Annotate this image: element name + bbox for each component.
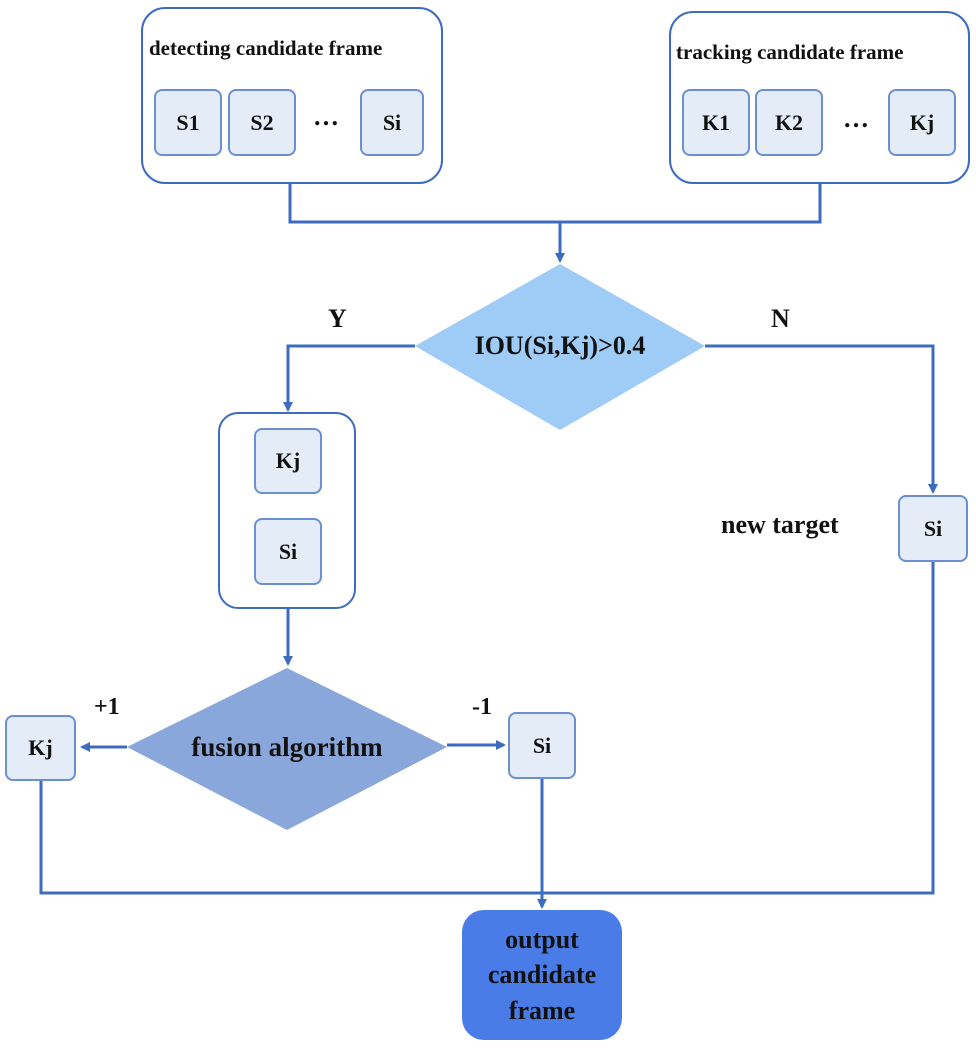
track-ellipsis: …: [843, 104, 869, 133]
yes-branch-arrow: [283, 344, 415, 412]
detect-item-si: Si: [360, 89, 424, 156]
fusion-right-si: Si: [508, 712, 576, 779]
decision-diamond: [415, 264, 705, 430]
tracking-group-title: tracking candidate frame: [676, 40, 904, 64]
detect-item-s2: S2: [228, 89, 296, 156]
detect-ellipsis: …: [313, 102, 339, 131]
newtarget-to-output-line: [542, 562, 935, 895]
output-candidate-frame: output candidate frame: [462, 910, 622, 1040]
new-target-label: new target: [721, 510, 839, 539]
fusion-diamond: [127, 668, 447, 830]
pair-item-si: Si: [254, 518, 322, 585]
plus-one-label: +1: [94, 694, 120, 720]
no-branch-arrow: [705, 344, 938, 494]
detect-to-merge-line: [288, 183, 560, 224]
no-label: N: [771, 304, 790, 333]
output-line-1: output: [505, 925, 579, 955]
yes-label: Y: [328, 304, 347, 333]
kj-to-output-line: [39, 780, 542, 895]
detecting-group-title: detecting candidate frame: [149, 36, 383, 60]
output-line-2: candidate: [487, 960, 597, 990]
minus-one-label: -1: [472, 694, 492, 720]
fusion-text: fusion algorithm: [191, 731, 383, 762]
track-item-k2: K2: [755, 89, 823, 156]
decision-text: IOU(Si,Kj)>0.4: [474, 331, 646, 360]
track-item-k1: K1: [682, 89, 750, 156]
track-to-merge-line: [560, 183, 822, 224]
fusion-left-kj: Kj: [5, 715, 76, 781]
track-item-kj: Kj: [888, 89, 956, 156]
new-target-item-si: Si: [898, 495, 968, 562]
detect-item-s1: S1: [154, 89, 222, 156]
pair-item-kj: Kj: [254, 428, 322, 494]
output-line-3: frame: [508, 995, 576, 1025]
